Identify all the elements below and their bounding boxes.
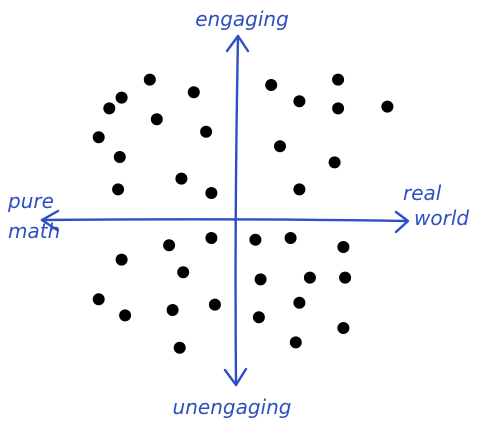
x-axis-left-arrowhead — [40, 209, 60, 232]
data-point-1 — [115, 91, 128, 104]
data-point-7 — [92, 131, 105, 144]
label-bottom: unengaging — [173, 395, 292, 419]
data-point-16 — [381, 100, 394, 113]
data-point-30 — [284, 232, 297, 244]
data-point-36 — [252, 311, 265, 324]
data-point-21 — [205, 232, 218, 244]
data-point-19 — [293, 183, 306, 196]
data-point-24 — [92, 293, 105, 306]
data-point-22 — [115, 253, 128, 266]
data-point-38 — [289, 336, 302, 349]
data-point-20 — [163, 239, 176, 252]
data-point-28 — [173, 341, 186, 354]
label-right-line1: real — [403, 181, 442, 205]
data-point-31 — [337, 241, 350, 253]
data-points — [92, 73, 394, 354]
data-point-3 — [103, 102, 116, 115]
y-axis-top-arrowhead — [225, 34, 250, 53]
data-point-2 — [143, 73, 156, 86]
data-point-27 — [208, 298, 221, 311]
x-axis-right-arrowhead — [394, 210, 410, 234]
data-point-11 — [205, 187, 218, 199]
label-top: engaging — [195, 7, 289, 31]
label-left-line1: pure — [7, 189, 54, 213]
label-right-line2: world — [414, 206, 469, 230]
data-point-13 — [332, 73, 345, 86]
data-point-32 — [254, 273, 267, 286]
data-point-34 — [339, 271, 352, 284]
axis-labels: engaging unengaging pure math real world — [7, 7, 469, 419]
data-point-15 — [332, 102, 345, 115]
data-point-5 — [187, 86, 200, 99]
axes — [40, 34, 410, 387]
data-point-26 — [166, 304, 179, 316]
data-point-6 — [200, 125, 213, 138]
y-axis-line — [234, 34, 240, 386]
data-point-35 — [293, 296, 306, 309]
data-point-37 — [337, 322, 350, 334]
label-left-line2: math — [8, 219, 60, 243]
data-point-29 — [249, 233, 262, 246]
data-point-8 — [113, 151, 126, 163]
data-point-10 — [112, 183, 125, 196]
data-point-33 — [303, 271, 316, 284]
y-axis-bottom-arrowhead — [223, 367, 248, 387]
data-point-9 — [175, 172, 188, 185]
data-point-25 — [119, 309, 132, 322]
data-point-18 — [328, 156, 341, 169]
data-point-17 — [274, 140, 286, 153]
data-point-12 — [265, 79, 278, 91]
data-point-4 — [150, 113, 163, 126]
data-point-23 — [177, 266, 190, 279]
x-axis-line — [40, 218, 409, 223]
data-point-14 — [293, 95, 306, 108]
